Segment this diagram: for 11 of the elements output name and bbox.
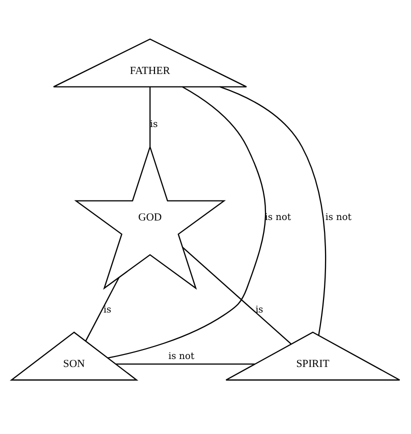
connector [182,246,292,344]
connector [220,86,326,335]
connector [108,86,266,358]
edge-label: is [104,304,112,316]
edge-label: is [150,118,158,130]
edge-label: is [255,304,264,316]
connector [116,363,255,364]
edge-label: is not [325,211,352,222]
connector [85,276,120,341]
connector [149,86,151,146]
edge-label: is not [168,350,194,362]
